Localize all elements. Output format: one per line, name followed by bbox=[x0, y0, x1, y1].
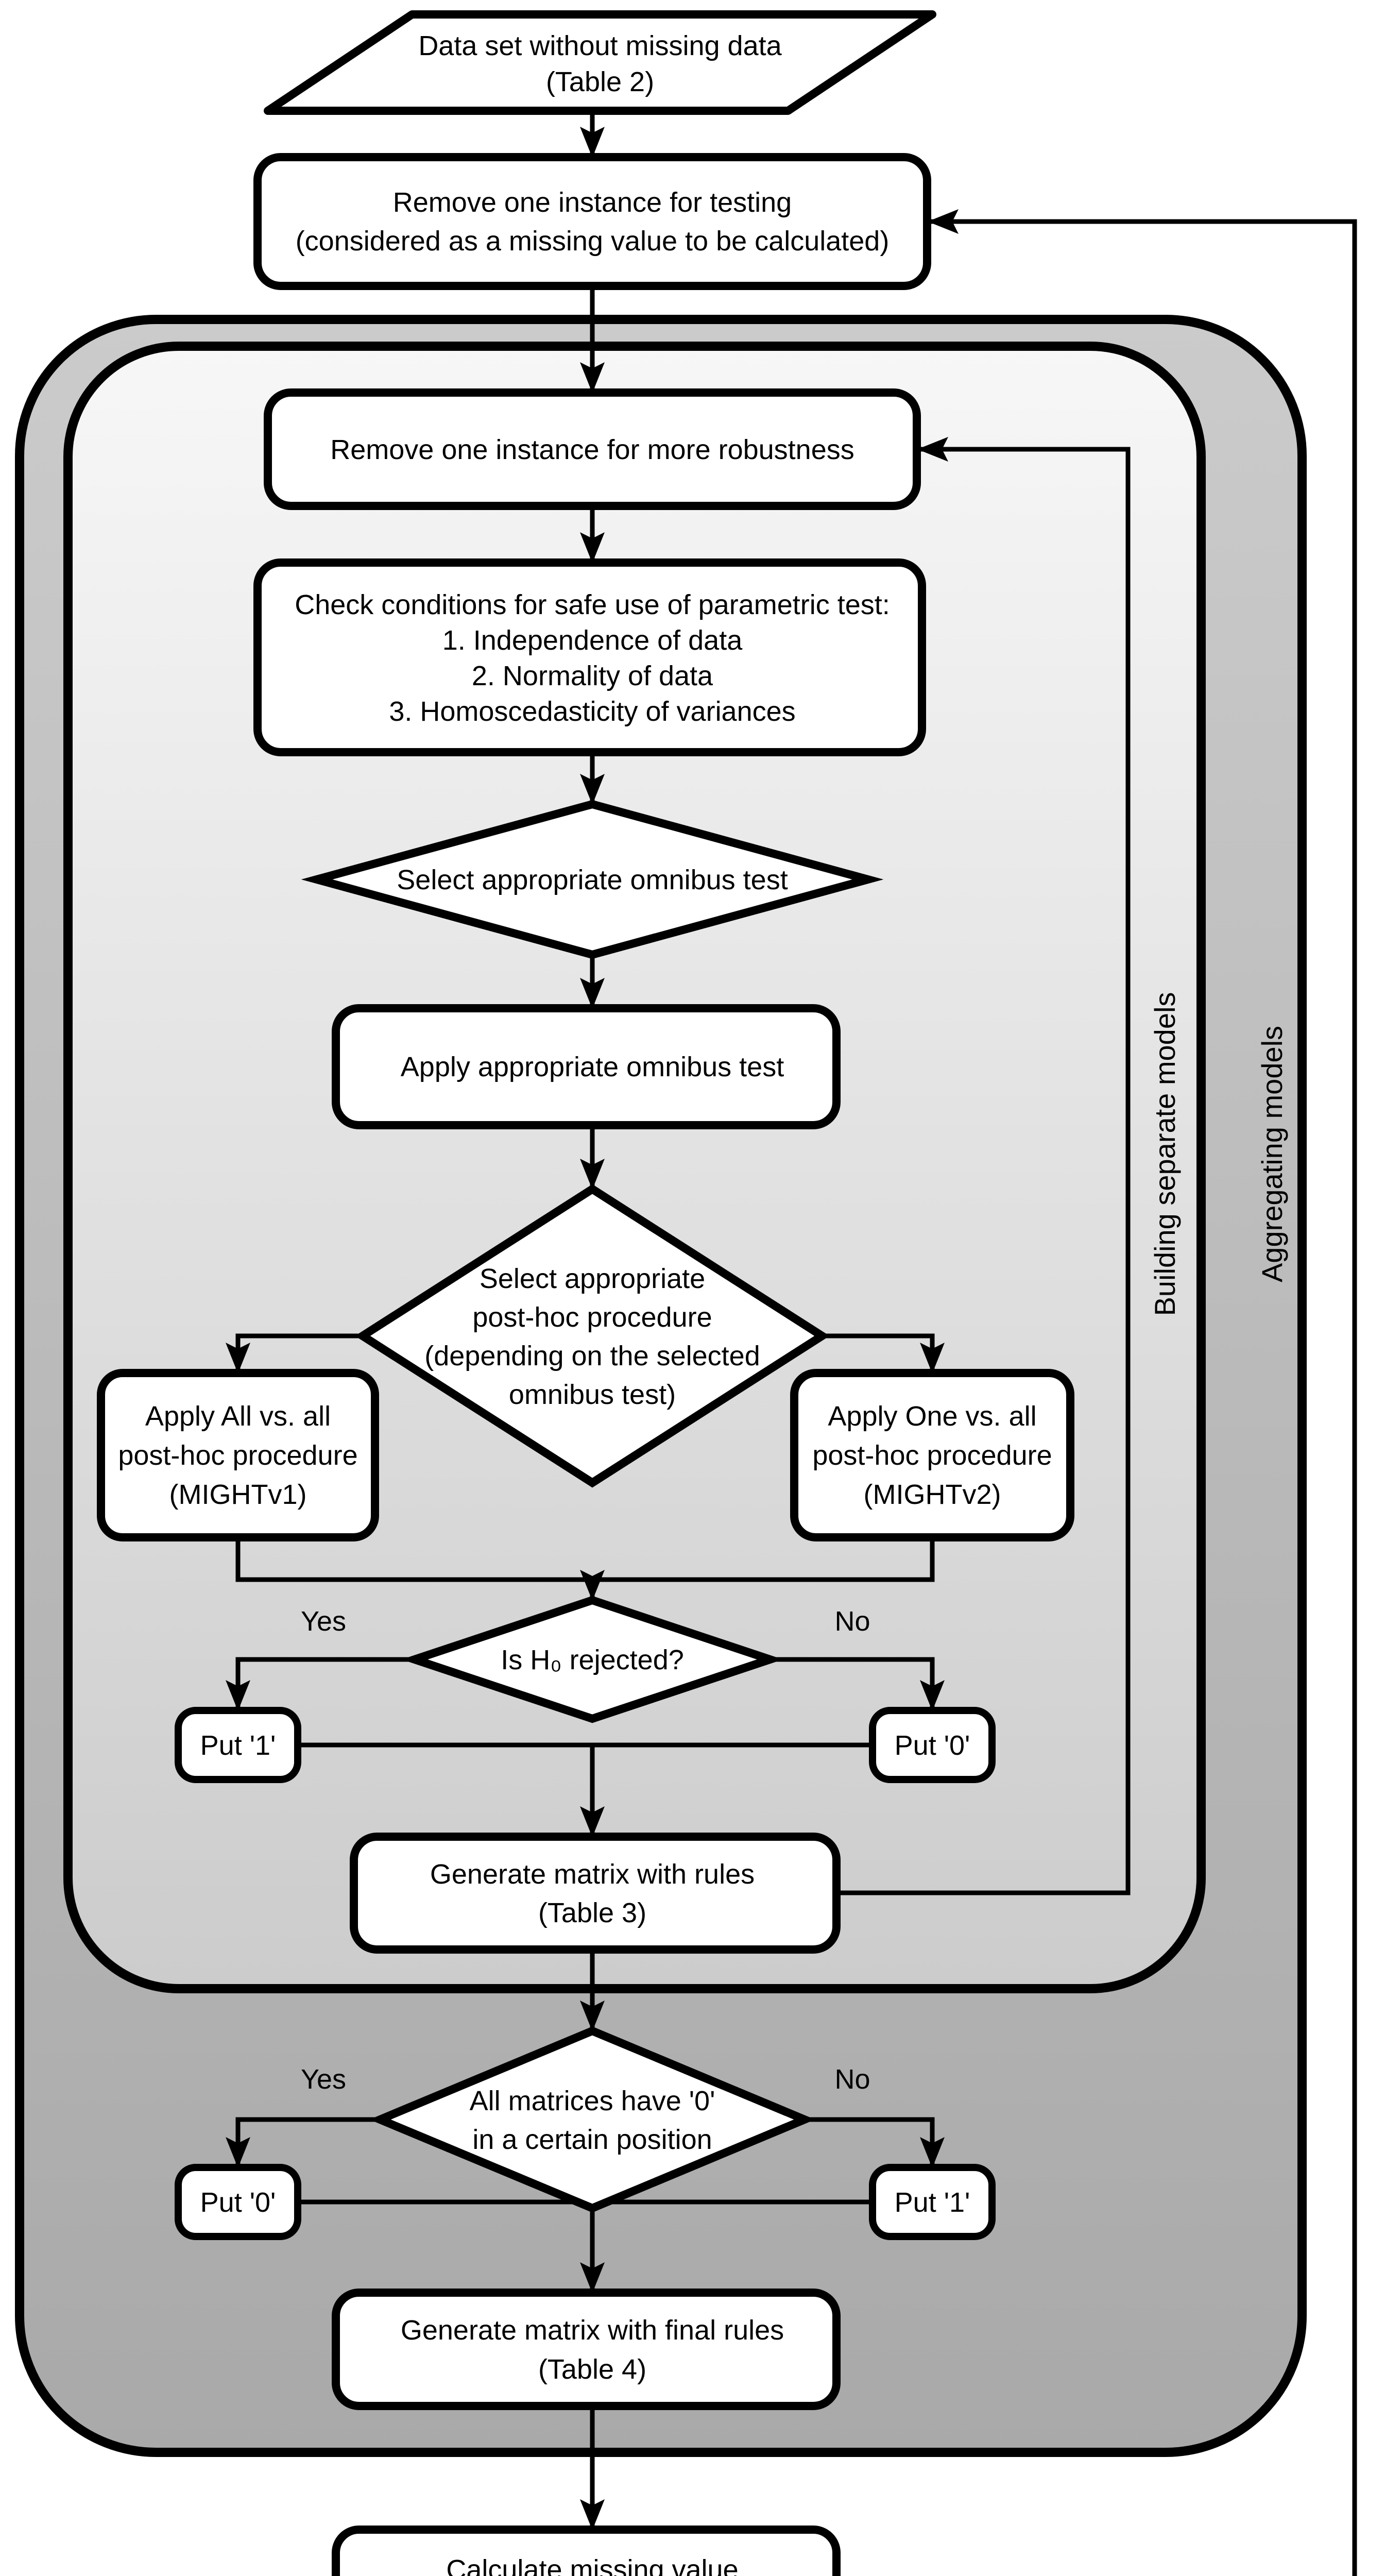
put-0-outer-box bbox=[175, 2164, 301, 2240]
apply-all-vs-all-line-2: post-hoc procedure bbox=[118, 1440, 357, 1471]
apply-all-vs-all-box bbox=[97, 1369, 379, 1541]
label-matrices-yes: Yes bbox=[301, 2064, 346, 2095]
generate-rules-line-2: (Table 3) bbox=[538, 1897, 646, 1928]
dataset-line-1: Data set without missing data bbox=[418, 30, 782, 61]
put-1-outer-box bbox=[869, 2164, 996, 2240]
select-posthoc-line-1: Select appropriate bbox=[480, 1263, 705, 1294]
all-matrices-zero-diamond bbox=[369, 2026, 815, 2213]
label-matrices-no: No bbox=[834, 2064, 870, 2095]
select-posthoc-line-4: omnibus test) bbox=[509, 1379, 676, 1410]
put-0-inner-line-1: Put '0' bbox=[895, 1730, 970, 1761]
node-apply-all-vs-all: Apply All vs. all post-hoc procedure (MI… bbox=[97, 1369, 379, 1541]
check-conditions-box bbox=[253, 558, 926, 756]
remove-robustness-line-1: Remove one instance for more robustness bbox=[330, 434, 854, 465]
generate-final-rules-line-2: (Table 4) bbox=[538, 2354, 646, 2385]
edge-posthoc-to-one-vs-all bbox=[822, 1333, 945, 1374]
region-label-building-separate-models: Building separate models bbox=[1149, 992, 1181, 1316]
h0-rejected-diamond bbox=[401, 1596, 783, 1723]
select-posthoc-line-2: post-hoc procedure bbox=[472, 1302, 712, 1333]
node-put-0-inner: Put '0' bbox=[869, 1707, 996, 1783]
edge-loop-aggregating-models bbox=[928, 209, 1357, 2576]
generate-final-rules-box bbox=[332, 2289, 841, 2410]
put-1-inner-box bbox=[175, 1707, 301, 1783]
apply-one-vs-all-box bbox=[790, 1369, 1074, 1541]
remove-testing-line-2: (considered as a missing value to be cal… bbox=[296, 226, 890, 257]
calculate-missing-box bbox=[332, 2526, 841, 2576]
node-calculate-missing: Calculate missing value (Equations 1 and… bbox=[332, 2526, 841, 2576]
node-apply-one-vs-all: Apply One vs. all post-hoc procedure (MI… bbox=[790, 1369, 1074, 1541]
h0-rejected-line-1: Is H₀ rejected? bbox=[501, 1645, 684, 1675]
remove-testing-box bbox=[253, 153, 931, 290]
apply-omnibus-box bbox=[332, 1004, 841, 1129]
edge-h0-no bbox=[770, 1657, 945, 1711]
node-generate-rules: Generate matrix with rules (Table 3) bbox=[350, 1833, 841, 1954]
edge-posthoc-to-all-vs-all bbox=[226, 1333, 363, 1374]
node-check-conditions: Check conditions for safe use of paramet… bbox=[253, 558, 926, 756]
all-matrices-zero-line-1: All matrices have '0' bbox=[470, 2086, 715, 2116]
put-0-outer-line-1: Put '0' bbox=[200, 2187, 276, 2218]
edge-matrices-no bbox=[805, 2117, 945, 2168]
edge-loop-building-separate-models bbox=[836, 437, 1131, 1895]
check-conditions-line-2: 1. Independence of data bbox=[442, 625, 743, 656]
node-put-1-inner: Put '1' bbox=[175, 1707, 301, 1783]
remove-testing-line-1: Remove one instance for testing bbox=[393, 187, 792, 218]
node-apply-omnibus: Apply appropriate omnibus test bbox=[332, 1004, 841, 1129]
apply-one-vs-all-line-2: post-hoc procedure bbox=[812, 1440, 1052, 1471]
all-matrices-zero-line-2: in a certain position bbox=[472, 2124, 712, 2155]
apply-all-vs-all-line-3: (MIGHTv1) bbox=[169, 1479, 307, 1510]
dataset-parallelogram bbox=[264, 10, 936, 115]
edges bbox=[226, 111, 1357, 2576]
generate-rules-box bbox=[350, 1833, 841, 1954]
edge-matrices-yes bbox=[226, 2117, 380, 2168]
node-put-0-outer: Put '0' bbox=[175, 2164, 301, 2240]
apply-omnibus-line-1: Apply appropriate omnibus test bbox=[401, 1052, 784, 1082]
node-h0-rejected: Is H₀ rejected? bbox=[401, 1596, 783, 1723]
node-remove-testing: Remove one instance for testing (conside… bbox=[253, 153, 931, 290]
check-conditions-line-4: 3. Homoscedasticity of variances bbox=[389, 696, 795, 727]
select-omnibus-line-1: Select appropriate omnibus test bbox=[397, 865, 788, 895]
check-conditions-line-3: 2. Normality of data bbox=[472, 660, 713, 691]
put-1-inner-line-1: Put '1' bbox=[200, 1730, 276, 1761]
apply-one-vs-all-line-3: (MIGHTv2) bbox=[864, 1479, 1001, 1510]
select-posthoc-line-3: (depending on the selected bbox=[424, 1341, 760, 1371]
edge-h0-yes bbox=[226, 1657, 415, 1711]
region-label-aggregating-models: Aggregating models bbox=[1256, 1026, 1288, 1282]
apply-one-vs-all-line-1: Apply One vs. all bbox=[828, 1401, 1036, 1432]
generate-rules-line-1: Generate matrix with rules bbox=[430, 1859, 755, 1890]
node-all-matrices-zero: All matrices have '0' in a certain posit… bbox=[369, 2026, 815, 2213]
node-select-omnibus: Select appropriate omnibus test bbox=[301, 800, 884, 959]
check-conditions-line-1: Check conditions for safe use of paramet… bbox=[295, 589, 890, 620]
dataset-line-2: (Table 2) bbox=[546, 66, 654, 97]
put-1-outer-line-1: Put '1' bbox=[895, 2187, 970, 2218]
calculate-missing-line-1: Calculate missing value bbox=[446, 2554, 738, 2576]
node-select-posthoc: Select appropriate post-hoc procedure (d… bbox=[355, 1184, 830, 1488]
label-h0-no: No bbox=[834, 1606, 870, 1637]
node-dataset: Data set without missing data (Table 2) bbox=[264, 10, 936, 115]
select-omnibus-diamond bbox=[301, 800, 884, 959]
node-remove-robustness: Remove one instance for more robustness bbox=[264, 388, 921, 510]
remove-robustness-box bbox=[264, 388, 921, 510]
node-put-1-outer: Put '1' bbox=[869, 2164, 996, 2240]
label-h0-yes: Yes bbox=[301, 1606, 346, 1637]
put-0-inner-box bbox=[869, 1707, 996, 1783]
select-posthoc-diamond bbox=[355, 1184, 830, 1488]
apply-all-vs-all-line-1: Apply All vs. all bbox=[145, 1401, 331, 1432]
generate-final-rules-line-1: Generate matrix with final rules bbox=[401, 2315, 784, 2346]
node-generate-final-rules: Generate matrix with final rules (Table … bbox=[332, 2289, 841, 2410]
